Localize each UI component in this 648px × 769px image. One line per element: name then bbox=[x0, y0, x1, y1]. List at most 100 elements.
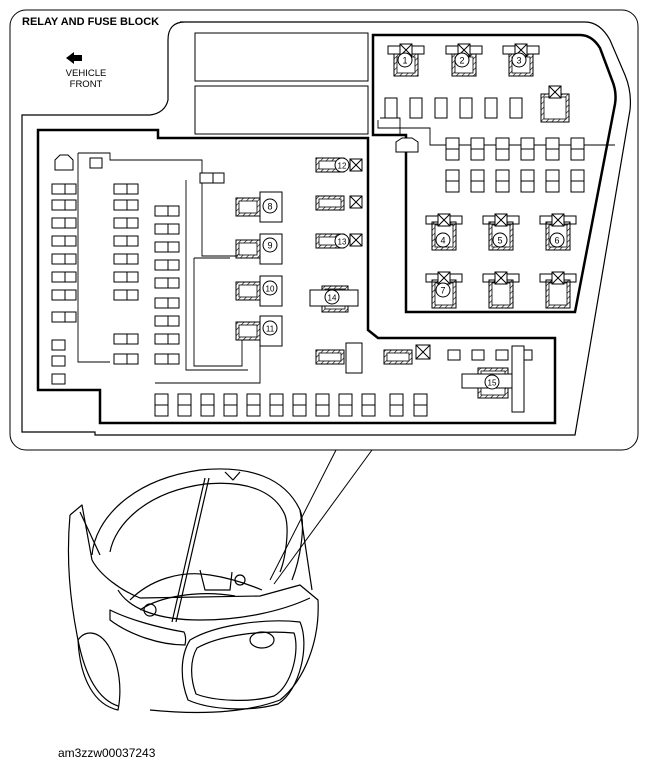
fuse-body bbox=[154, 205, 180, 217]
fuse-body bbox=[113, 289, 139, 301]
fuse bbox=[413, 393, 428, 417]
callout-circle bbox=[454, 52, 470, 68]
fuse-body bbox=[154, 333, 180, 345]
callout-number: 11 bbox=[266, 325, 275, 334]
relay-x bbox=[548, 85, 562, 99]
callout-12: 12 bbox=[334, 157, 350, 173]
callout-10: 10 bbox=[262, 280, 278, 296]
callout-7: 7 bbox=[435, 282, 451, 298]
callout-circle bbox=[334, 233, 350, 249]
fuse bbox=[292, 393, 307, 417]
callout-number: 3 bbox=[516, 56, 521, 66]
fuse bbox=[545, 137, 560, 161]
fuse-body bbox=[113, 333, 139, 345]
fuse bbox=[495, 137, 510, 161]
fuse bbox=[570, 169, 585, 193]
callout-number: 8 bbox=[267, 202, 272, 212]
fuse-body bbox=[154, 241, 180, 253]
fuse bbox=[51, 289, 77, 301]
fuse bbox=[113, 271, 139, 283]
fuse-body bbox=[51, 271, 77, 283]
fuse bbox=[495, 169, 510, 193]
fuse bbox=[113, 217, 139, 229]
fuse bbox=[520, 169, 535, 193]
callout-circle bbox=[484, 374, 500, 390]
fuse bbox=[177, 393, 192, 417]
vehicle-front-arrow-icon bbox=[66, 52, 82, 64]
callout-5: 5 bbox=[492, 232, 508, 248]
callout-circle bbox=[435, 232, 451, 248]
relay bbox=[545, 271, 571, 309]
callout-14: 14 bbox=[324, 289, 340, 305]
callout-number: 1 bbox=[402, 56, 407, 66]
pointer-line-left bbox=[269, 449, 337, 581]
fuse bbox=[113, 199, 139, 211]
relay-x bbox=[551, 271, 565, 285]
fuse-body bbox=[113, 183, 139, 195]
relay bbox=[235, 281, 261, 301]
callout-circle bbox=[397, 52, 413, 68]
callout-number: 15 bbox=[488, 379, 497, 388]
callout-4: 4 bbox=[435, 232, 451, 248]
fuse-tall bbox=[434, 97, 448, 119]
relay-inner bbox=[386, 352, 410, 362]
fuse bbox=[51, 271, 77, 283]
relay-inner bbox=[318, 352, 342, 362]
fuse-small bbox=[495, 349, 509, 361]
fuse-body bbox=[113, 217, 139, 229]
callout-9: 9 bbox=[262, 237, 278, 253]
fuse-tall bbox=[384, 97, 398, 119]
fuse-small bbox=[471, 349, 485, 361]
callout-number: 14 bbox=[328, 294, 337, 303]
callout-circle bbox=[262, 280, 278, 296]
relay-x bbox=[494, 213, 508, 227]
fuse-body bbox=[51, 183, 77, 195]
connector bbox=[54, 154, 74, 171]
fuse bbox=[338, 393, 353, 417]
relay-x bbox=[349, 158, 363, 172]
callout-15: 15 bbox=[484, 374, 500, 390]
fuse-body bbox=[51, 235, 77, 247]
fuse-body bbox=[113, 199, 139, 211]
fuse-small bbox=[51, 355, 66, 367]
fuse-body bbox=[113, 235, 139, 247]
callout-number: 9 bbox=[267, 241, 272, 251]
fuse bbox=[113, 183, 139, 195]
relay bbox=[235, 197, 261, 217]
fuse-group bbox=[51, 97, 585, 417]
fuse bbox=[154, 259, 180, 271]
callout-circle bbox=[334, 157, 350, 173]
callout-number: 12 bbox=[338, 162, 347, 171]
callout-number: 6 bbox=[554, 236, 559, 246]
relay-inner bbox=[238, 324, 258, 338]
fuse-body bbox=[51, 253, 77, 265]
fuse bbox=[445, 169, 460, 193]
fuse bbox=[269, 393, 284, 417]
fuse-body bbox=[154, 297, 180, 309]
callout-circle bbox=[262, 320, 278, 336]
top-panel-a bbox=[194, 32, 369, 82]
fuse-small bbox=[51, 373, 66, 385]
fuse-small bbox=[447, 349, 461, 361]
fuse-small bbox=[89, 157, 103, 169]
relay-inner bbox=[548, 282, 568, 306]
fuse-body bbox=[51, 199, 77, 211]
fuse bbox=[154, 297, 180, 309]
relay bbox=[315, 349, 345, 365]
relay-frame bbox=[511, 345, 525, 413]
relay-inner bbox=[238, 200, 258, 214]
fuse-body bbox=[113, 253, 139, 265]
relay bbox=[235, 321, 261, 341]
callout-1: 1 bbox=[397, 52, 413, 68]
fuse-body bbox=[199, 172, 225, 184]
fuse-small bbox=[51, 339, 66, 351]
callout-number: 7 bbox=[440, 286, 445, 296]
callout-3: 3 bbox=[511, 52, 527, 68]
fuse bbox=[470, 137, 485, 161]
fuse bbox=[200, 393, 215, 417]
pointer-line-right bbox=[273, 449, 373, 585]
callout-13: 13 bbox=[334, 233, 350, 249]
fuse bbox=[113, 253, 139, 265]
